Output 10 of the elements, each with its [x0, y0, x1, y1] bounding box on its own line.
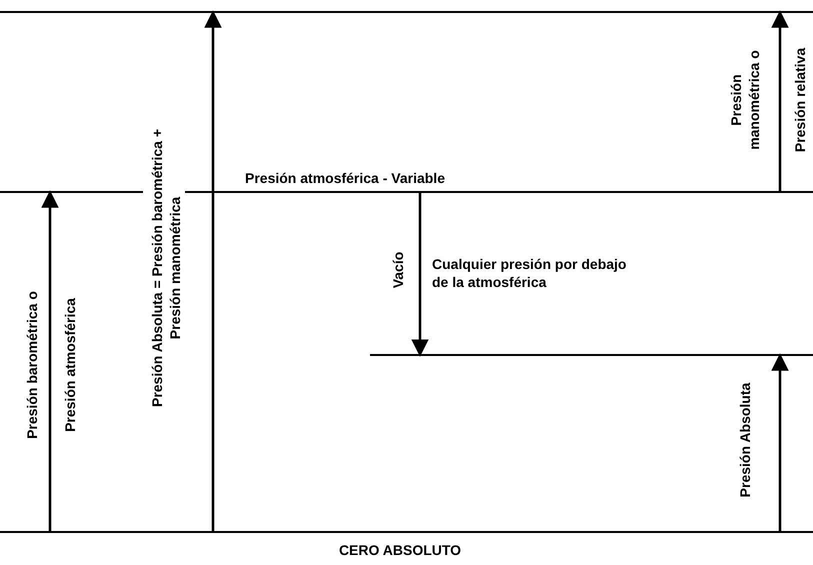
baseline-label: CERO ABSOLUTO: [338, 541, 462, 559]
level-label: Presión atmosférica - Variable: [245, 169, 446, 187]
pressure-label: Presión Absoluta: [736, 382, 754, 500]
note-text: Cualquier presión por debajo de la atmosférica: [432, 255, 628, 291]
pressure-label: Vacío: [389, 250, 407, 290]
pressure-label: Presión manométrica o: [727, 49, 763, 152]
pressure-label: Presión Absoluta = Presión barométrica + Presión manométrica: [148, 128, 184, 410]
pressure-label: Presión relativa: [791, 46, 809, 154]
pressure-label: Presión barométrica o: [23, 290, 41, 441]
pressure-label: Presión atmosférica: [61, 297, 79, 434]
